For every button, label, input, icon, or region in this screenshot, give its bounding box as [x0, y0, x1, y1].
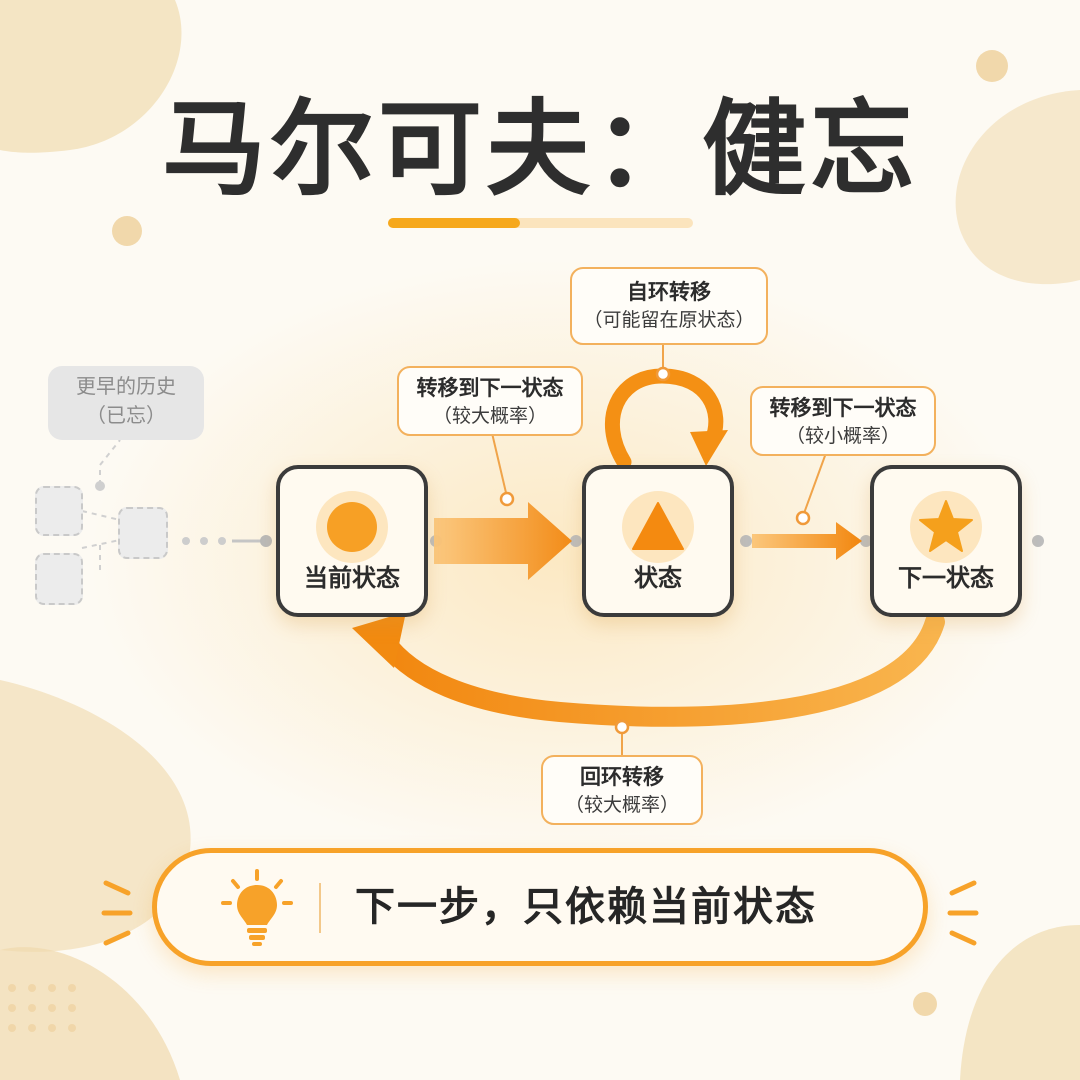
loop-back-arrowhead	[352, 612, 406, 668]
blob-bottom-left-2	[0, 947, 180, 1080]
loop-back-arrow	[374, 612, 945, 727]
dot-decoration	[913, 992, 937, 1016]
callout-self-loop-title: 自环转移	[627, 280, 711, 304]
callout-loop-back-title: 回环转移	[580, 765, 664, 789]
title-underline	[388, 218, 693, 228]
history-subtitle: （已忘）	[86, 403, 166, 427]
dot-grid-decoration	[8, 984, 76, 1032]
triangle-icon	[632, 502, 684, 550]
star-icon	[919, 500, 973, 552]
history-ghost-node	[35, 553, 83, 605]
blob-bottom-right	[960, 925, 1080, 1080]
history-title: 更早的历史	[76, 374, 176, 398]
state-label-middle: 状态	[634, 564, 682, 592]
callout-loop-back-note: （较大概率）	[564, 794, 679, 816]
history-pointer-dot	[95, 481, 105, 491]
history-dashed-links	[81, 439, 121, 575]
callout-to-next-high-note: （较大概率）	[432, 405, 547, 427]
state-label-next: 下一状态	[898, 564, 994, 592]
state-box-current: 当前状态	[276, 465, 428, 617]
blob-top-right	[955, 90, 1080, 285]
history-ghost-node	[118, 507, 168, 559]
history-fade-dots	[182, 537, 226, 545]
state-box-middle: 状态	[582, 465, 734, 617]
banner-divider	[319, 883, 321, 933]
page-title: 马尔可夫：健忘	[161, 88, 918, 210]
callout-loop-back: 回环转移 （较大概率）	[541, 755, 703, 825]
key-takeaway-banner: 下一步，只依赖当前状态	[152, 848, 928, 966]
blob-bottom-left	[0, 680, 191, 952]
callout-to-next-high-title: 转移到下一状态	[416, 376, 564, 400]
callout-anchor-dots	[499, 366, 811, 735]
dot-decoration	[112, 216, 142, 246]
history-bubble: 更早的历史 （已忘）	[48, 366, 204, 440]
self-loop-arrowhead	[690, 430, 728, 466]
circle-icon	[327, 502, 377, 552]
state-label-current: 当前状态	[304, 564, 400, 592]
callout-to-next-low: 转移到下一状态 （较小概率）	[750, 386, 936, 456]
history-ghost-node	[35, 486, 83, 536]
lightbulb-icon	[221, 869, 293, 946]
blob-top-left	[0, 0, 182, 153]
connector-dot	[260, 535, 272, 547]
arrow-current-to-state	[434, 502, 572, 580]
arrow-state-to-next	[752, 522, 862, 560]
takeaway-text: 下一步，只依赖当前状态	[355, 884, 817, 930]
callout-to-next-low-note: （较小概率）	[785, 425, 900, 447]
callout-to-next-high: 转移到下一状态 （较大概率）	[397, 366, 583, 436]
title-underline-accent	[388, 218, 520, 228]
dot-decoration	[976, 50, 1008, 82]
callout-self-loop-note: （可能留在原状态）	[583, 309, 755, 331]
state-box-next: 下一状态	[870, 465, 1022, 617]
callout-to-next-low-title: 转移到下一状态	[769, 396, 917, 420]
callout-self-loop: 自环转移 （可能留在原状态）	[570, 267, 768, 345]
